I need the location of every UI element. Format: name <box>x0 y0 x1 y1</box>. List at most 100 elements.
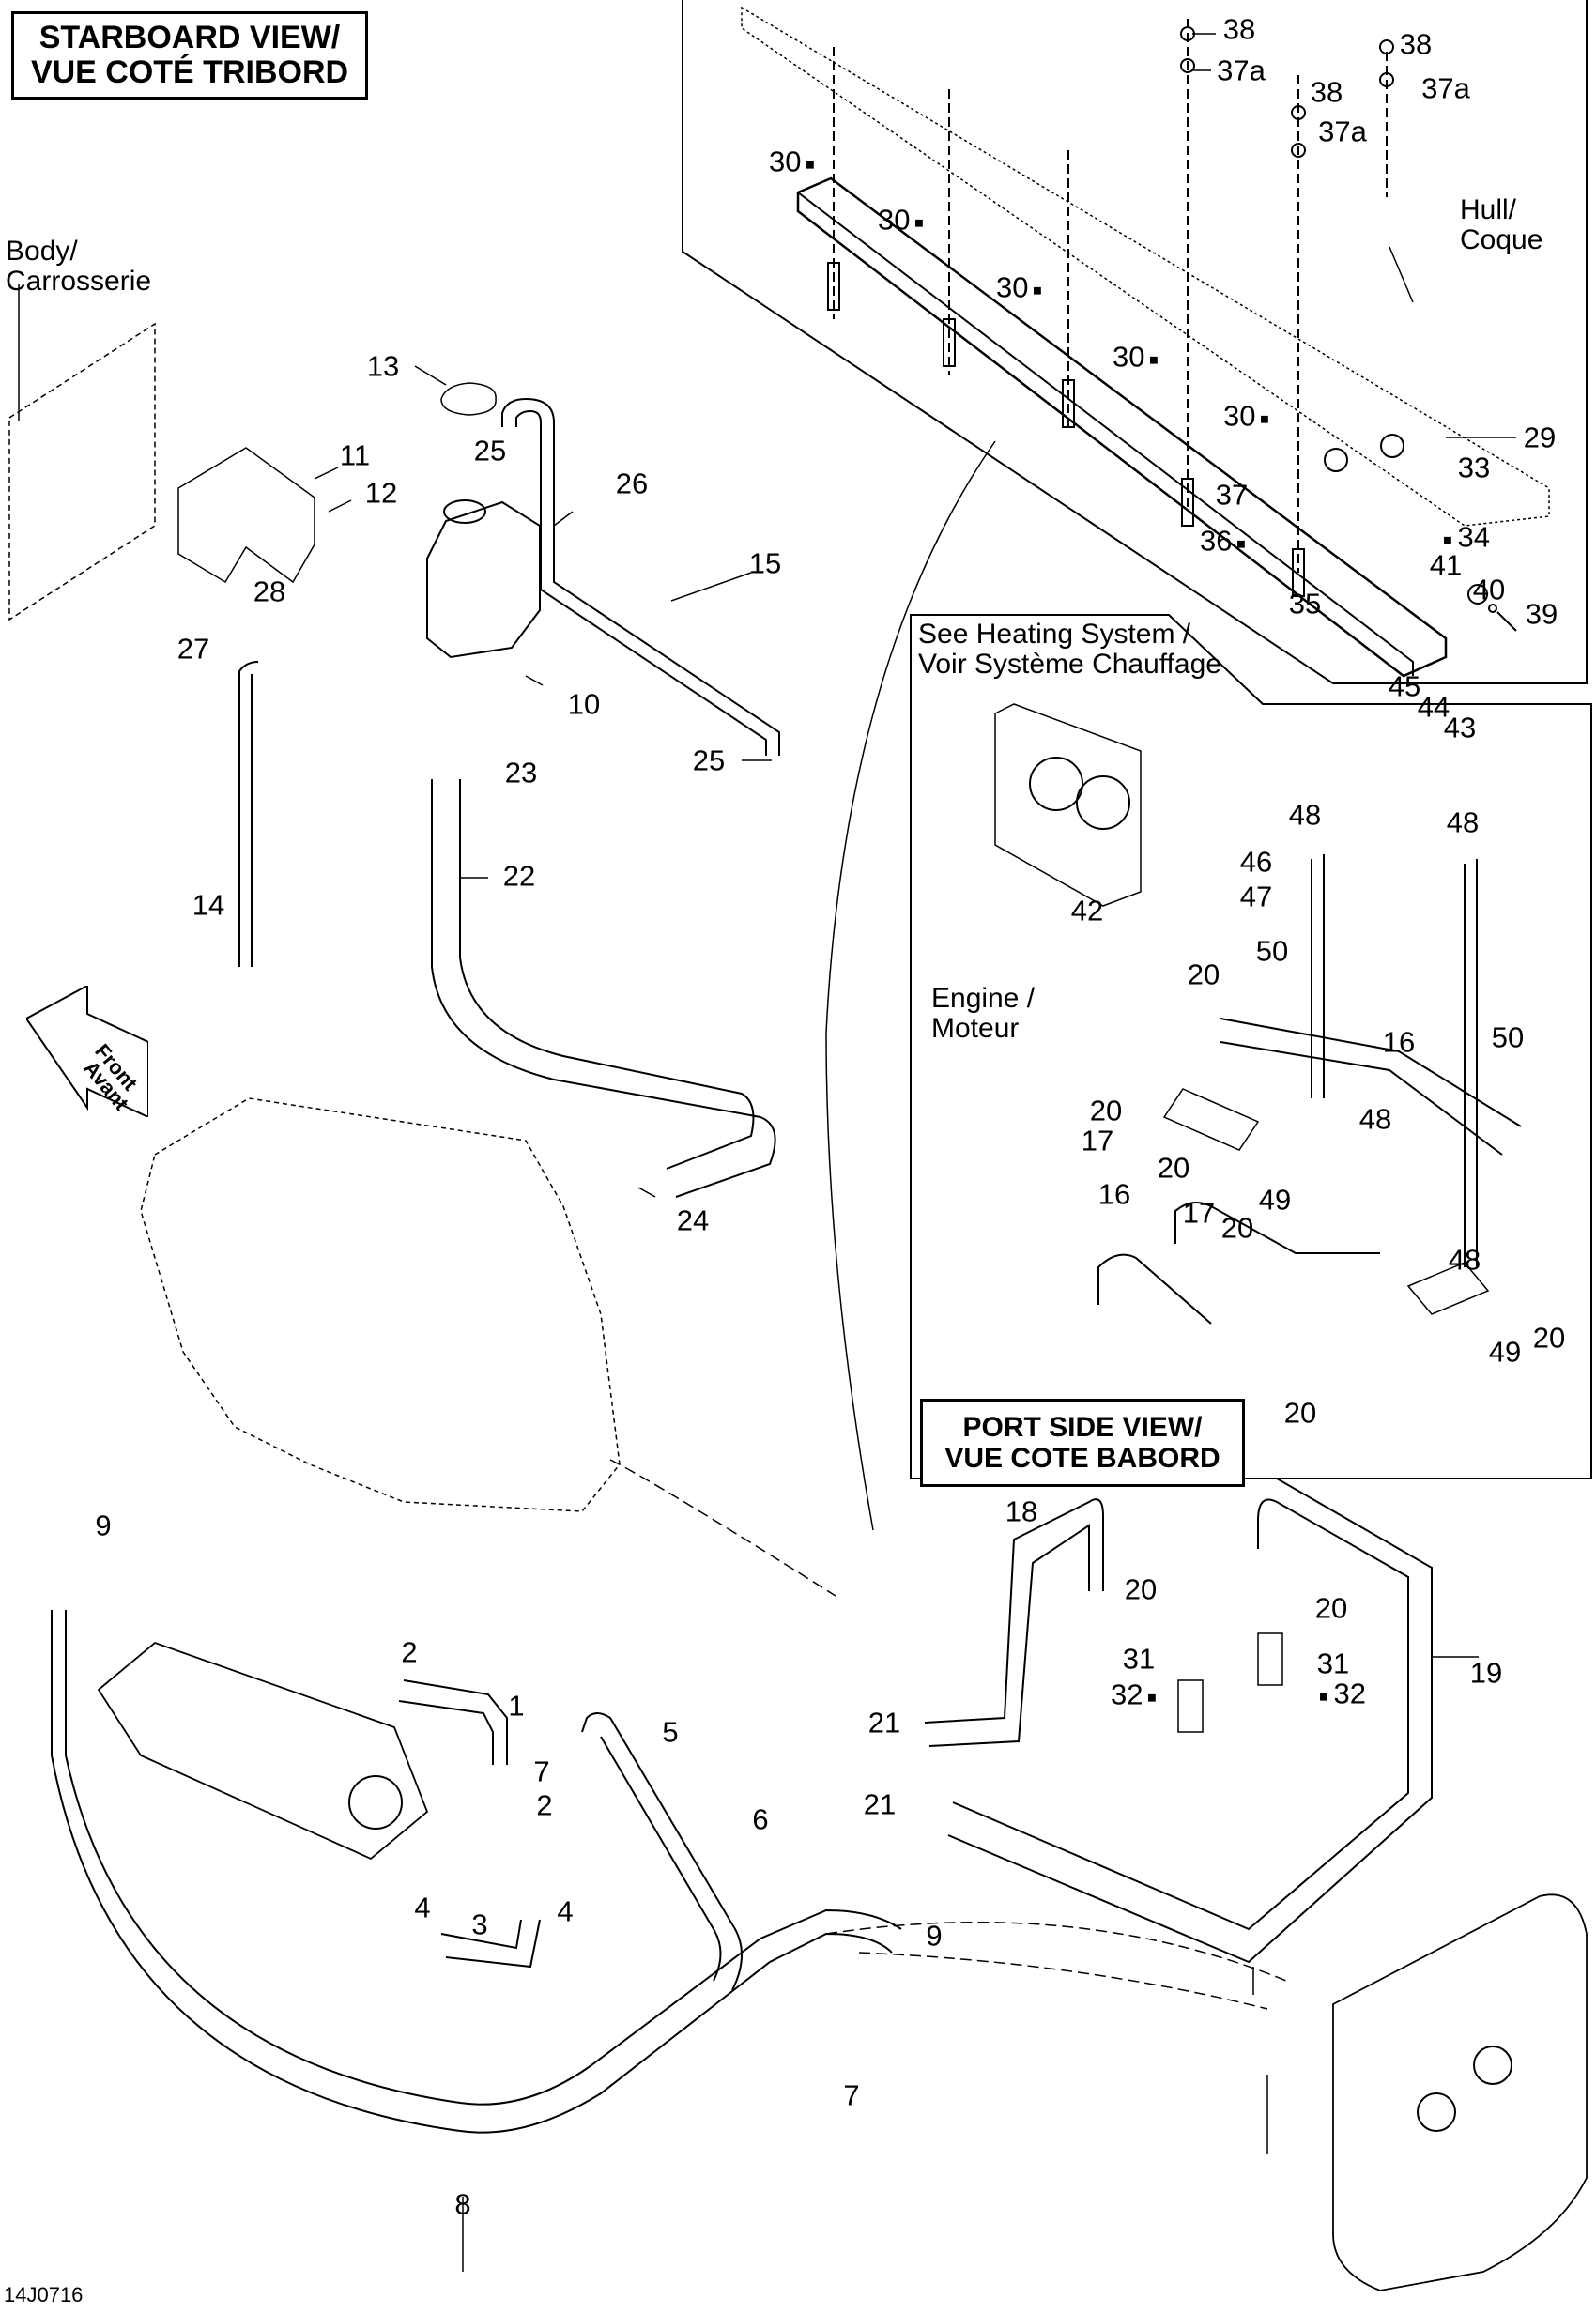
callout-30[interactable]: 30◆ <box>769 147 821 176</box>
callout-23[interactable]: 23 <box>505 759 537 788</box>
callout-number: 8 <box>454 2187 471 2221</box>
callout-number: 25 <box>473 434 507 467</box>
callout-26[interactable]: 26 <box>616 469 648 498</box>
callout-48[interactable]: 48 <box>1449 1246 1481 1275</box>
callout-37a[interactable]: 37a <box>1217 56 1266 85</box>
callout-35[interactable]: 35 <box>1289 590 1321 619</box>
callout-15[interactable]: 15 <box>749 549 781 578</box>
title-line-2: VUE COTÉ TRIBORD <box>30 54 349 90</box>
callout-32[interactable]: 32◆ <box>1111 1680 1162 1709</box>
callout-31[interactable]: 31 <box>1123 1645 1155 1674</box>
callout-49[interactable]: 49 <box>1489 1338 1521 1367</box>
callout-48[interactable]: 48 <box>1289 801 1321 830</box>
callout-46[interactable]: 46 <box>1240 848 1272 877</box>
callout-number: 48 <box>1448 1243 1481 1277</box>
callout-32[interactable]: ◆32 <box>1315 1679 1366 1709</box>
callout-50[interactable]: 50 <box>1492 1023 1524 1052</box>
callout-14[interactable]: 14 <box>192 891 224 920</box>
callout-18[interactable]: 18 <box>1005 1497 1037 1526</box>
callout-45[interactable]: 45 <box>1389 672 1420 701</box>
fitting-31-right <box>1257 1632 1283 1686</box>
callout-20[interactable]: 20 <box>1158 1154 1189 1183</box>
callout-31[interactable]: 31 <box>1317 1649 1349 1678</box>
callout-34[interactable]: ◆34 <box>1439 523 1490 552</box>
callout-43[interactable]: 43 <box>1444 713 1476 743</box>
callout-20[interactable]: 20 <box>1284 1399 1316 1428</box>
callout-21[interactable]: 21 <box>864 1790 896 1819</box>
callout-number: 27 <box>176 632 210 666</box>
callout-30[interactable]: 30◆ <box>1223 402 1275 431</box>
callout-9[interactable]: 9 <box>95 1511 111 1540</box>
callout-20[interactable]: 20 <box>1221 1214 1253 1243</box>
callout-2[interactable]: 2 <box>401 1638 417 1667</box>
callout-11[interactable]: 11 <box>340 441 370 470</box>
callout-48[interactable]: 48 <box>1447 808 1479 837</box>
callout-36[interactable]: 36◆ <box>1200 527 1251 556</box>
callout-30[interactable]: 30◆ <box>1113 343 1164 372</box>
callout-number: 24 <box>676 1203 710 1237</box>
callout-20[interactable]: 20 <box>1315 1594 1347 1623</box>
callout-16[interactable]: 16 <box>1098 1180 1130 1209</box>
callout-37a[interactable]: 37a <box>1421 74 1470 103</box>
callout-number: 19 <box>1469 1656 1503 1690</box>
callout-30[interactable]: 30◆ <box>878 206 929 235</box>
callout-30[interactable]: 30◆ <box>996 273 1048 302</box>
callout-6[interactable]: 6 <box>752 1805 768 1834</box>
callout-40[interactable]: 40 <box>1473 575 1505 605</box>
callout-3[interactable]: 3 <box>471 1910 487 1939</box>
callout-28[interactable]: 28 <box>253 577 285 606</box>
callout-41[interactable]: 41 <box>1430 551 1462 580</box>
callout-37a[interactable]: 37a <box>1318 117 1367 146</box>
callout-42[interactable]: 42 <box>1071 896 1103 926</box>
callout-39[interactable]: 39 <box>1526 600 1558 629</box>
callout-5[interactable]: 5 <box>662 1718 678 1747</box>
callout-20[interactable]: 20 <box>1090 1096 1122 1126</box>
callout-21[interactable]: 21 <box>868 1709 900 1738</box>
callout-number: 13 <box>366 349 400 383</box>
callout-number: 4 <box>557 1894 574 1928</box>
drop-icon: ◆ <box>1314 1687 1334 1706</box>
callout-number: 37 <box>1215 478 1249 512</box>
callout-number: 21 <box>863 1787 897 1821</box>
callout-27[interactable]: 27 <box>177 635 209 664</box>
callout-13[interactable]: 13 <box>367 352 399 381</box>
callout-1[interactable]: 1 <box>508 1692 524 1721</box>
callout-29[interactable]: 29 <box>1524 423 1556 452</box>
callout-25[interactable]: 25 <box>693 746 725 775</box>
callout-44[interactable]: 44 <box>1418 693 1450 722</box>
callout-number: 1 <box>508 1689 525 1723</box>
callout-2[interactable]: 2 <box>536 1791 552 1820</box>
callout-10[interactable]: 10 <box>568 690 600 719</box>
callout-20[interactable]: 20 <box>1188 960 1220 989</box>
callout-48[interactable]: 48 <box>1359 1105 1391 1134</box>
callout-8[interactable]: 8 <box>454 2190 470 2219</box>
callout-49[interactable]: 49 <box>1259 1186 1291 1215</box>
callout-24[interactable]: 24 <box>677 1206 709 1235</box>
hose-16-lower <box>1097 1253 1212 1325</box>
callout-number: 20 <box>1220 1211 1254 1245</box>
callout-number: 36 <box>1200 524 1233 558</box>
callout-47[interactable]: 47 <box>1240 882 1272 912</box>
callout-4[interactable]: 4 <box>414 1893 430 1923</box>
callout-4[interactable]: 4 <box>557 1897 573 1926</box>
callout-17[interactable]: 17 <box>1082 1126 1113 1156</box>
callout-22[interactable]: 22 <box>503 862 535 891</box>
callout-17[interactable]: 17 <box>1183 1199 1215 1228</box>
callout-37[interactable]: 37 <box>1216 481 1248 510</box>
callout-9[interactable]: 9 <box>926 1922 942 1951</box>
callout-16[interactable]: 16 <box>1383 1028 1415 1057</box>
callout-38[interactable]: 38 <box>1223 15 1255 44</box>
callout-50[interactable]: 50 <box>1256 937 1288 966</box>
callout-38[interactable]: 38 <box>1311 78 1343 107</box>
callout-33[interactable]: 33 <box>1458 453 1490 483</box>
pressure-cap <box>440 382 497 416</box>
callout-19[interactable]: 19 <box>1470 1659 1502 1688</box>
callout-7[interactable]: 7 <box>533 1757 549 1786</box>
callout-38[interactable]: 38 <box>1400 30 1432 59</box>
callout-20[interactable]: 20 <box>1125 1575 1157 1604</box>
callout-20[interactable]: 20 <box>1533 1324 1565 1353</box>
callout-12[interactable]: 12 <box>365 479 397 508</box>
callout-25[interactable]: 25 <box>474 437 506 466</box>
callout-7[interactable]: 7 <box>843 2081 859 2110</box>
callout-number: 6 <box>752 1802 769 1836</box>
